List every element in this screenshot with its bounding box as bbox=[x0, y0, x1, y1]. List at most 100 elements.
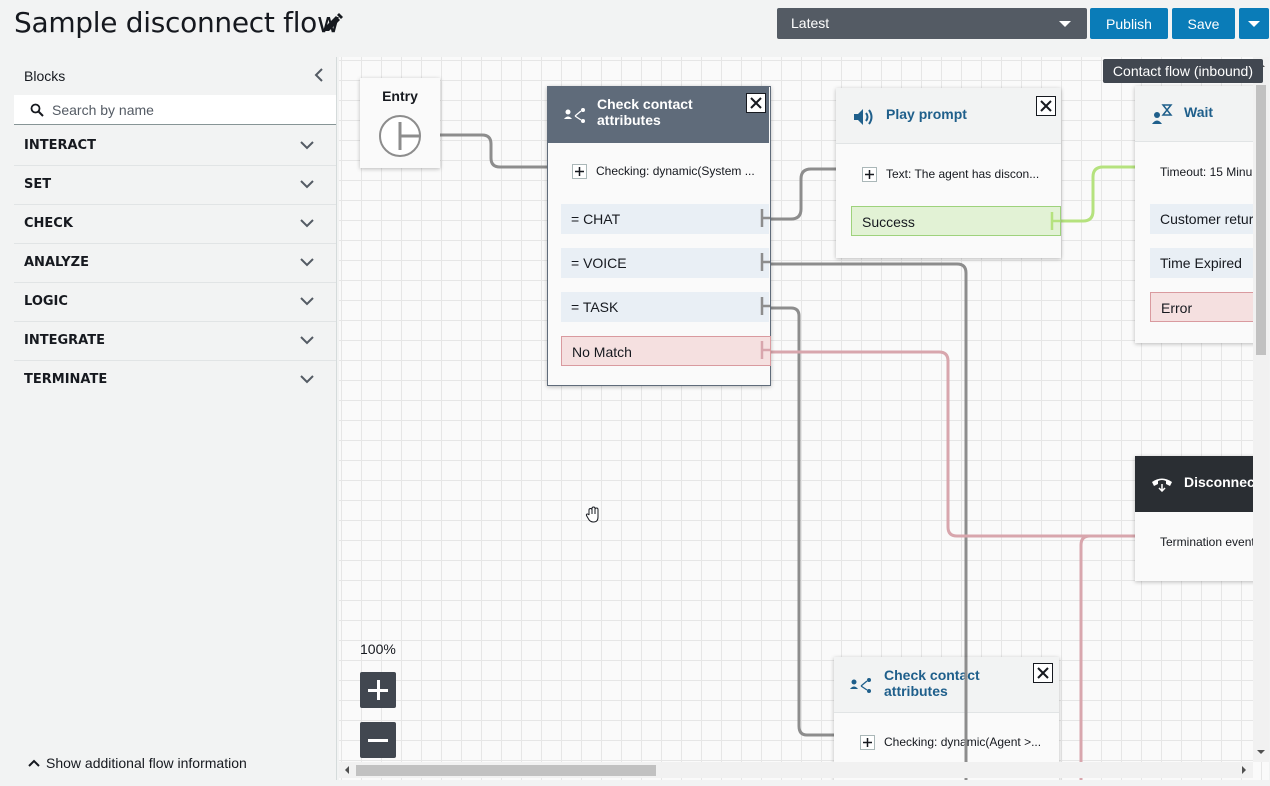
branch-task[interactable]: = TASK bbox=[561, 292, 769, 322]
show-flow-info-toggle[interactable]: Show additional flow information bbox=[28, 755, 247, 771]
block-parameter: Text: The agent has discon... bbox=[886, 167, 1040, 181]
chevron-down-icon bbox=[300, 375, 314, 384]
close-block-button[interactable] bbox=[1033, 663, 1053, 683]
category-label: INTERACT bbox=[24, 138, 96, 153]
category-label: INTEGRATE bbox=[24, 333, 105, 348]
connector-entry bbox=[400, 133, 557, 169]
branch-customer-return[interactable]: Customer retur bbox=[1150, 204, 1269, 234]
plus-icon bbox=[575, 167, 584, 176]
scroll-right-icon[interactable] bbox=[1240, 765, 1248, 775]
block-header: Play prompt bbox=[836, 88, 1061, 144]
block-title-line2: attributes bbox=[597, 112, 661, 128]
check-contact-attributes-block[interactable]: Check contact attributes Checking: dynam… bbox=[547, 86, 771, 386]
scroll-left-icon[interactable] bbox=[343, 765, 351, 775]
scroll-down-icon[interactable] bbox=[1256, 748, 1266, 756]
close-block-button[interactable] bbox=[1036, 96, 1056, 116]
block-title-line2: attributes bbox=[884, 683, 948, 699]
connector-error bbox=[1079, 534, 1091, 780]
connector-voice bbox=[763, 262, 968, 780]
close-block-button[interactable] bbox=[746, 93, 766, 113]
disconnect-block[interactable]: Disconnec Termination event bbox=[1135, 456, 1269, 581]
search-input[interactable] bbox=[52, 99, 322, 121]
search-icon bbox=[30, 103, 44, 117]
chevron-up-icon bbox=[28, 759, 40, 767]
connectors bbox=[400, 133, 1151, 780]
chevron-down-icon bbox=[300, 180, 314, 189]
play-prompt-block[interactable]: Play prompt Text: The agent has discon..… bbox=[836, 88, 1061, 258]
branch-time-expired[interactable]: Time Expired bbox=[1150, 248, 1269, 278]
blocks-sidebar: Blocks INTERACT SET CHECK ANAL bbox=[14, 57, 337, 780]
version-select-value: Latest bbox=[791, 15, 830, 31]
speaker-icon bbox=[854, 109, 873, 125]
collapse-sidebar-icon[interactable] bbox=[312, 67, 326, 83]
save-button[interactable]: Save bbox=[1172, 8, 1235, 39]
block-header: Check contact attributes bbox=[548, 87, 769, 143]
chevron-down-icon bbox=[300, 297, 314, 306]
edit-pencil-icon[interactable] bbox=[322, 12, 344, 34]
entry-start-icon bbox=[379, 115, 421, 157]
block-title: Play prompt bbox=[886, 106, 967, 122]
zoom-level: 100% bbox=[360, 641, 396, 657]
hourglass-person-icon bbox=[1152, 104, 1173, 124]
category-label: LOGIC bbox=[24, 294, 68, 309]
branch-no-match[interactable]: No Match bbox=[561, 336, 771, 366]
category-label: CHECK bbox=[24, 216, 73, 231]
chevron-down-icon bbox=[300, 141, 314, 150]
sidebar-title: Blocks bbox=[24, 68, 66, 84]
expand-parameters-button[interactable] bbox=[860, 735, 875, 750]
hand-cursor-icon bbox=[585, 506, 599, 523]
category-check[interactable]: CHECK bbox=[14, 205, 336, 244]
branch-port-marker bbox=[1050, 212, 1060, 230]
publish-button[interactable]: Publish bbox=[1090, 8, 1168, 39]
vertical-scrollbar[interactable] bbox=[1253, 57, 1269, 762]
check-contact-attributes-block-2[interactable]: Check contact attributes Checking: dynam… bbox=[834, 657, 1059, 780]
hang-up-phone-icon bbox=[1152, 478, 1172, 492]
connector-success bbox=[1057, 165, 1146, 223]
category-interact[interactable]: INTERACT bbox=[14, 127, 336, 166]
block-header: Check contact attributes bbox=[834, 657, 1059, 713]
connector-task bbox=[763, 306, 846, 737]
branch-success[interactable]: Success bbox=[851, 206, 1061, 236]
chevron-down-icon bbox=[1059, 21, 1071, 27]
scrollbar-thumb[interactable] bbox=[1256, 85, 1266, 355]
chevron-down-icon bbox=[300, 258, 314, 267]
horizontal-scrollbar[interactable] bbox=[339, 762, 1253, 778]
branch-error[interactable]: Error bbox=[1150, 292, 1269, 322]
entry-block[interactable]: Entry bbox=[360, 78, 440, 168]
category-set[interactable]: SET bbox=[14, 166, 336, 205]
branch-port-markers bbox=[760, 209, 770, 359]
zoom-in-button[interactable] bbox=[360, 672, 396, 708]
flow-canvas[interactable]: Entry Check contact attributes Chec bbox=[339, 57, 1269, 780]
block-parameter: Checking: dynamic(System ... bbox=[596, 164, 755, 178]
block-header: Wait bbox=[1135, 86, 1269, 142]
branch-chat[interactable]: = CHAT bbox=[561, 204, 769, 234]
category-terminate[interactable]: TERMINATE bbox=[14, 361, 336, 400]
category-analyze[interactable]: ANALYZE bbox=[14, 244, 336, 283]
category-integrate[interactable]: INTEGRATE bbox=[14, 322, 336, 361]
category-logic[interactable]: LOGIC bbox=[14, 283, 336, 322]
expand-parameters-button[interactable] bbox=[572, 164, 587, 179]
save-options-dropdown[interactable] bbox=[1239, 8, 1269, 39]
close-icon bbox=[1037, 667, 1049, 679]
block-header: Disconnec bbox=[1135, 456, 1269, 512]
chevron-down-icon bbox=[300, 219, 314, 228]
version-select[interactable]: Latest bbox=[777, 8, 1087, 39]
plus-icon bbox=[863, 738, 872, 747]
flow-type-badge: Contact flow (inbound) bbox=[1102, 59, 1263, 83]
wait-block[interactable]: Wait Timeout: 15 Minu Customer retur Tim… bbox=[1135, 86, 1269, 343]
zoom-out-button[interactable] bbox=[360, 722, 396, 758]
expand-parameters-button[interactable] bbox=[862, 167, 877, 182]
block-search bbox=[14, 95, 336, 125]
branch-voice[interactable]: = VOICE bbox=[561, 248, 769, 278]
close-icon bbox=[750, 97, 762, 109]
block-parameter: Termination event bbox=[1160, 535, 1255, 549]
entry-title: Entry bbox=[382, 88, 418, 104]
category-label: SET bbox=[24, 177, 52, 192]
show-flow-info-label: Show additional flow information bbox=[46, 755, 247, 771]
block-title-line1: Check contact bbox=[597, 96, 693, 112]
block-parameter: Timeout: 15 Minu bbox=[1160, 165, 1253, 179]
scrollbar-thumb[interactable] bbox=[356, 765, 656, 776]
block-parameter: Checking: dynamic(Agent >... bbox=[884, 735, 1042, 749]
check-attributes-icon bbox=[564, 108, 585, 123]
